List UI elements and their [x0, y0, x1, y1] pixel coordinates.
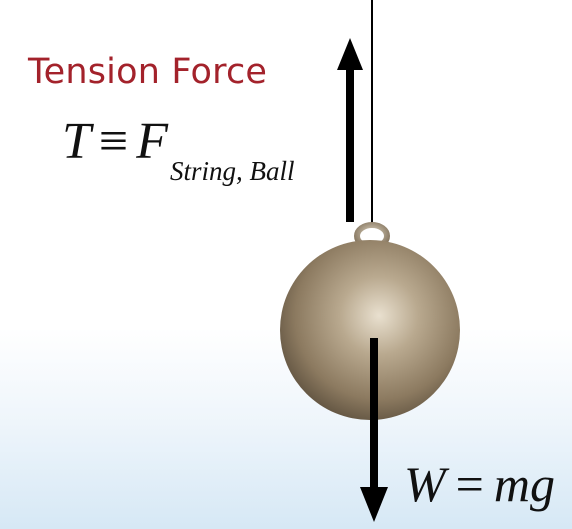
force-subscript: String, Ball [170, 156, 295, 186]
weight-arrow [360, 338, 388, 522]
tension-arrow [337, 38, 363, 222]
tension-equation: T≡FString, Ball [62, 112, 295, 186]
weight-symbol: W [404, 456, 446, 512]
equals-operator: = [455, 456, 484, 512]
identity-operator: ≡ [98, 113, 129, 170]
weight-equation: W=mg [404, 455, 555, 513]
diagram-title: Tension Force [28, 52, 268, 92]
mass-gravity-term: mg [493, 456, 555, 512]
ball [280, 240, 460, 420]
tension-symbol: T [62, 113, 91, 170]
force-symbol: F [136, 113, 169, 170]
